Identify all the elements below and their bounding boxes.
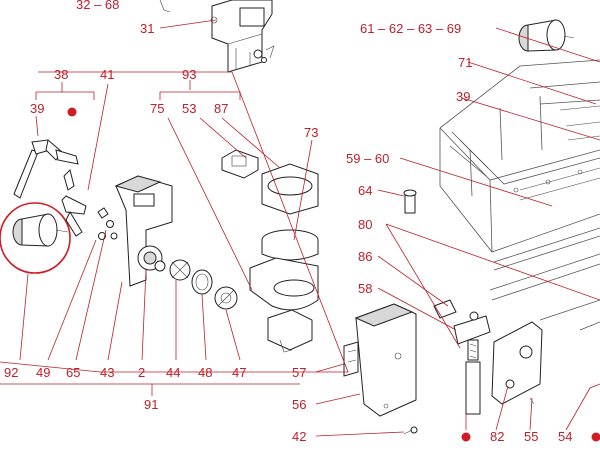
part-43-pump-body	[97, 175, 173, 287]
label-53: 53	[182, 101, 196, 116]
part-38-39-tubing	[13, 139, 87, 237]
label-59-60: 59 – 60	[346, 151, 389, 166]
part-44-48-47-rings	[169, 259, 238, 310]
part-61-motor	[518, 19, 575, 52]
part-53-87-73-75-cups	[221, 149, 319, 353]
part-31-assembly	[159, 0, 275, 73]
label-44: 44	[166, 365, 180, 380]
callout-labels: 32 – 68 31 61 – 62 – 63 – 69 71 39 38 39…	[4, 0, 572, 444]
label-38: 38	[54, 67, 68, 82]
red-dot-bottom-center	[461, 432, 471, 442]
label-87: 87	[214, 101, 228, 116]
label-91: 91	[144, 397, 158, 412]
label-55: 55	[524, 429, 538, 444]
label-71: 71	[458, 55, 472, 70]
label-73: 73	[304, 125, 318, 140]
label-82: 82	[490, 429, 504, 444]
label-48: 48	[198, 365, 212, 380]
red-dot-bottom-right	[591, 432, 600, 442]
marker-dots	[67, 107, 600, 442]
label-2: 2	[138, 365, 145, 380]
part-82-55-plate	[491, 321, 543, 405]
label-75: 75	[150, 101, 164, 116]
label-92: 92	[4, 365, 18, 380]
label-49: 49	[36, 365, 50, 380]
label-61-69: 61 – 62 – 63 – 69	[360, 21, 461, 36]
leader-lines	[0, 19, 600, 437]
label-93: 93	[182, 67, 196, 82]
part-58-86-valve	[433, 299, 491, 415]
label-41: 41	[100, 67, 114, 82]
part-42-screw	[403, 426, 418, 435]
highlight-circle-92	[0, 202, 71, 274]
label-43: 43	[100, 365, 114, 380]
label-80: 80	[358, 217, 372, 232]
label-39-right: 39	[456, 89, 470, 104]
label-86: 86	[358, 249, 372, 264]
label-64: 64	[358, 183, 372, 198]
frame-housing	[439, 59, 600, 331]
label-54: 54	[558, 429, 572, 444]
label-42: 42	[292, 429, 306, 444]
part-92-motor	[12, 213, 69, 247]
label-47: 47	[232, 365, 246, 380]
label-57: 57	[292, 365, 306, 380]
label-39: 39	[30, 101, 44, 116]
part-56-57-block	[343, 303, 417, 417]
label-58: 58	[358, 281, 372, 296]
label-65: 65	[66, 365, 80, 380]
red-dot-38	[67, 107, 77, 117]
part-64	[403, 189, 417, 214]
label-32-68: 32 – 68	[76, 0, 119, 12]
label-31: 31	[140, 21, 154, 36]
label-56: 56	[292, 397, 306, 412]
